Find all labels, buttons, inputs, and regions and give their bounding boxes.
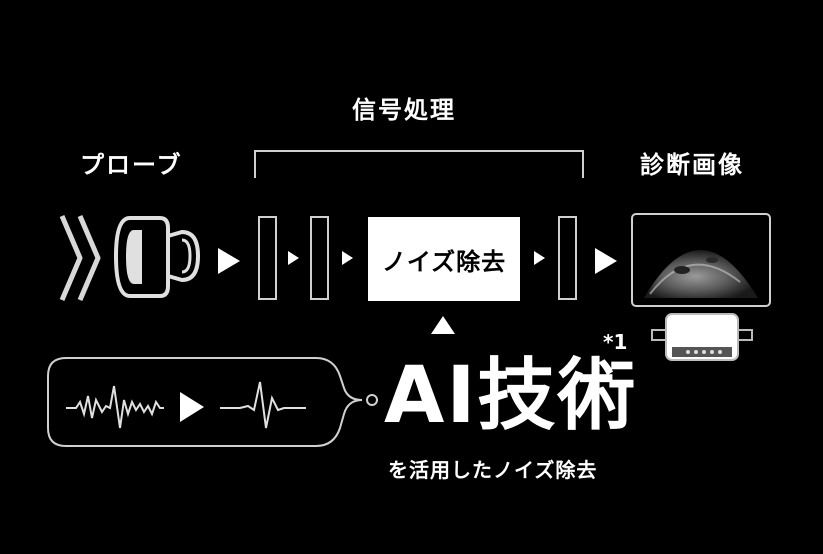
ultrasound-monitor-icon bbox=[631, 213, 771, 361]
arrow-probe-to-processing bbox=[218, 248, 240, 274]
ai-technology-title: AI技術 bbox=[384, 351, 638, 441]
signal-processing-label: 信号処理 bbox=[352, 96, 456, 124]
noise-removal-label: ノイズ除去 bbox=[381, 247, 507, 276]
waveform-arrow bbox=[180, 392, 204, 422]
ai-technology-subtitle: を活用したノイズ除去 bbox=[388, 458, 598, 482]
arrow-stage2-to-noise bbox=[342, 251, 353, 265]
processing-stage-3 bbox=[558, 216, 577, 300]
arrow-processing-to-image bbox=[595, 248, 617, 274]
processing-stage-2 bbox=[310, 216, 329, 300]
diagnostic-image-label: 診断画像 bbox=[640, 151, 744, 179]
waveform-bubble bbox=[47, 357, 378, 447]
signal-processing-bracket bbox=[254, 150, 584, 178]
processing-stage-1 bbox=[258, 216, 277, 300]
arrow-stage1-to-stage2 bbox=[288, 251, 299, 265]
sound-wave-chevrons-icon bbox=[59, 215, 101, 301]
arrow-ai-to-noise-removal bbox=[431, 316, 455, 334]
probe-label: プローブ bbox=[80, 151, 183, 179]
footnote-marker: *1 bbox=[603, 330, 628, 354]
clean-waveform-icon bbox=[220, 381, 306, 429]
noisy-waveform-icon bbox=[66, 385, 164, 429]
noise-removal-box: ノイズ除去 bbox=[368, 217, 520, 301]
arrow-noise-to-stage3 bbox=[534, 251, 545, 265]
ultrasound-probe-icon bbox=[113, 216, 201, 298]
